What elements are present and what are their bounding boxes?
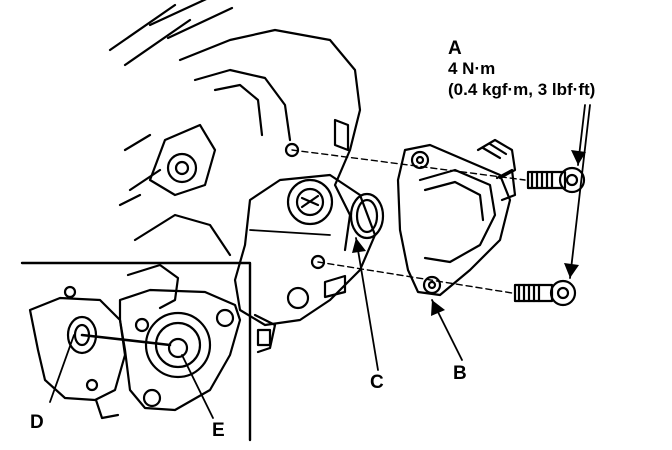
arrowheads xyxy=(352,150,586,316)
callout-c-label: C xyxy=(370,372,384,393)
o-ring xyxy=(349,192,385,240)
callout-e-label: E xyxy=(212,420,225,441)
engine-housing xyxy=(118,28,362,257)
alignment-lines xyxy=(291,149,526,294)
mounting-flange xyxy=(233,173,377,354)
torque-spec-nm: 4 N·m xyxy=(448,59,496,78)
callout-d-label: D xyxy=(30,412,44,433)
callout-a-label: A xyxy=(448,38,462,59)
sensor-b xyxy=(396,138,517,297)
bolt-upper xyxy=(526,166,586,194)
bolt-lower xyxy=(513,279,577,307)
inset-detail xyxy=(20,261,252,442)
background-pipes xyxy=(108,0,234,67)
leader-lines xyxy=(49,104,591,419)
torque-spec-imperial: (0.4 kgf·m, 3 lbf·ft) xyxy=(448,80,596,99)
callout-b-label: B xyxy=(453,363,467,384)
